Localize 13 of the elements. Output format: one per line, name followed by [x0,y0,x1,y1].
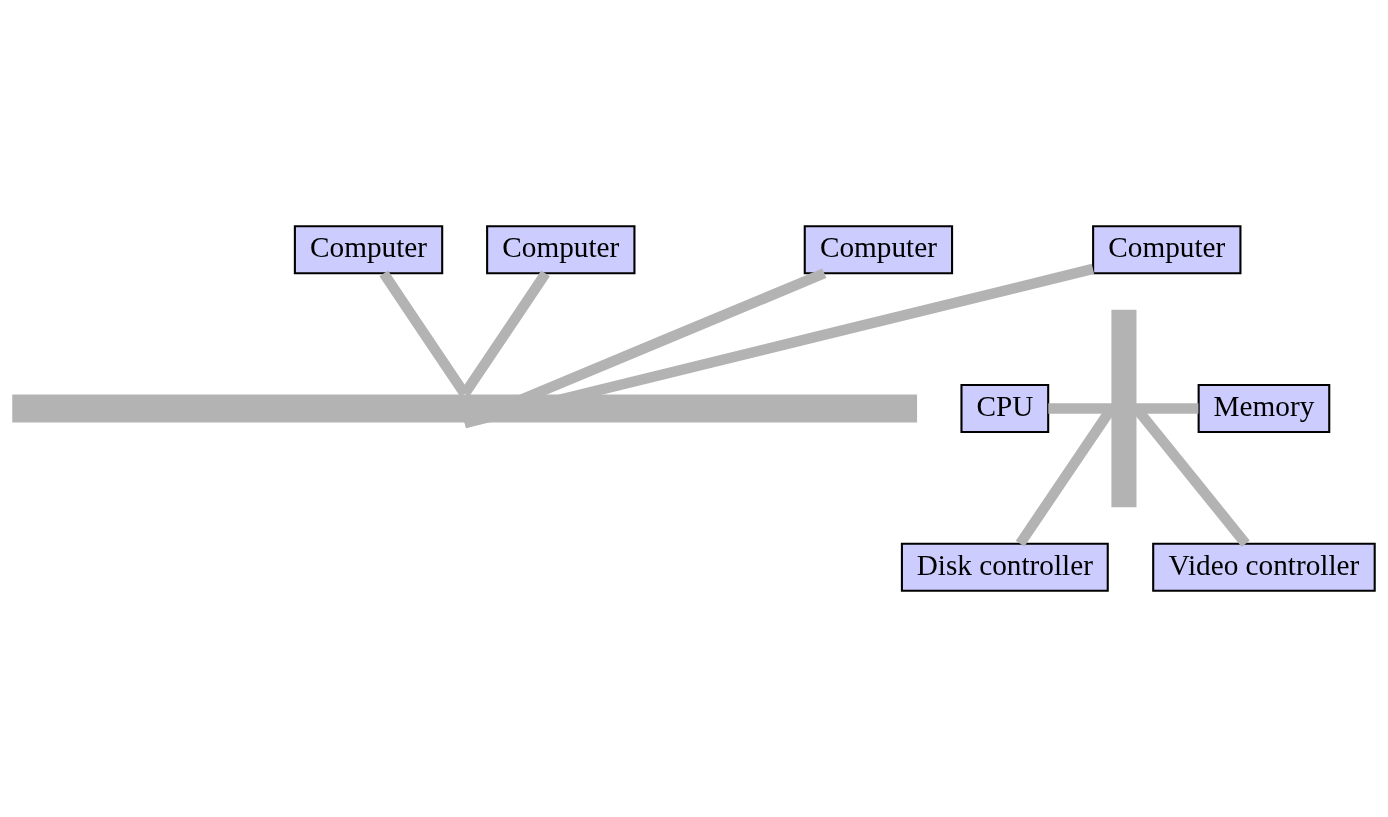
node-box: Computer [486,225,636,275]
connector [1135,403,1199,414]
node-box: Disk controller [900,542,1109,592]
node-box: Video controller [1152,542,1376,592]
connector [1048,403,1113,414]
node-bar [12,394,918,423]
node-box: Computer [1092,225,1242,275]
connector [463,263,1095,429]
node-box: Memory [1197,383,1331,434]
node-bar [1111,309,1137,508]
node-box: CPU [960,383,1050,434]
node-box: Computer [803,225,954,275]
node-box: Computer [293,225,444,275]
